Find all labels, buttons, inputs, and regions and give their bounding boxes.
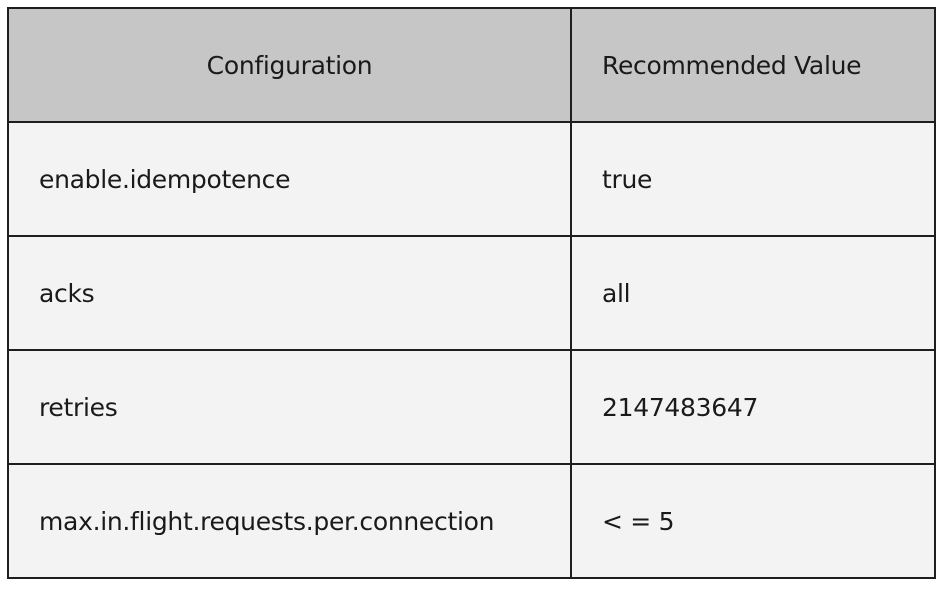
config-key-cell: max.in.flight.requests.per.connection xyxy=(7,463,572,579)
table-row: max.in.flight.requests.per.connection < … xyxy=(7,463,936,579)
config-key-cell: retries xyxy=(7,349,572,465)
config-value-cell: 2147483647 xyxy=(570,349,936,465)
config-table: Configuration Recommended Value enable.i… xyxy=(7,7,936,579)
header-row: Configuration Recommended Value xyxy=(7,7,936,123)
table-header: Configuration Recommended Value xyxy=(7,7,936,123)
config-value-cell: < = 5 xyxy=(570,463,936,579)
config-value-cell: true xyxy=(570,121,936,237)
config-key-cell: acks xyxy=(7,235,572,351)
table-body: enable.idempotence true acks all retries… xyxy=(7,121,936,579)
config-key-cell: enable.idempotence xyxy=(7,121,572,237)
column-header-configuration: Configuration xyxy=(7,7,572,123)
column-header-recommended-value: Recommended Value xyxy=(570,7,936,123)
table-row: acks all xyxy=(7,235,936,351)
table-row: retries 2147483647 xyxy=(7,349,936,465)
table-row: enable.idempotence true xyxy=(7,121,936,237)
config-value-cell: all xyxy=(570,235,936,351)
